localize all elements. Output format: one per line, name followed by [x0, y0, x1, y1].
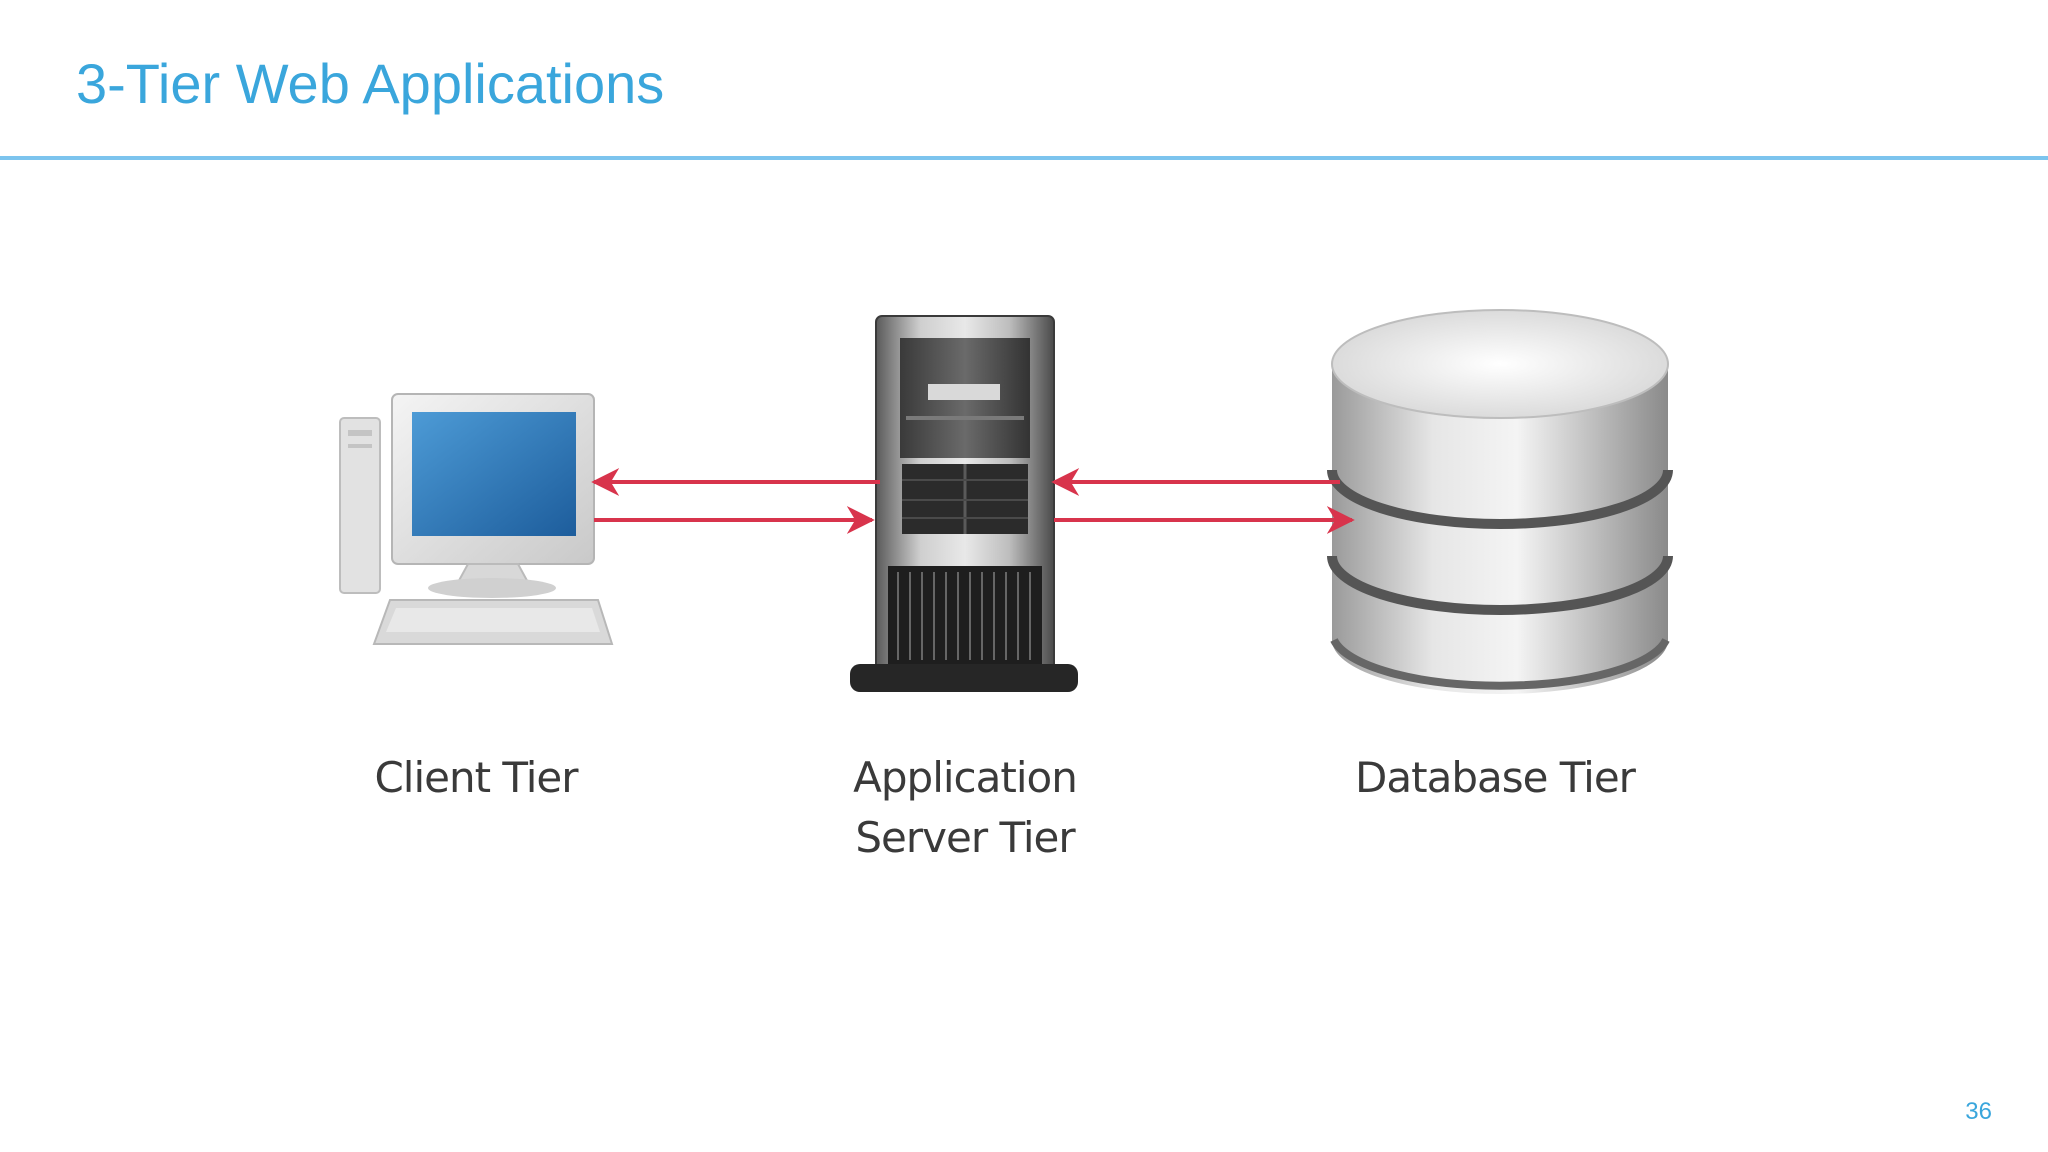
database-cylinder-icon [1327, 309, 1673, 694]
app-db-arrows [1051, 468, 1355, 534]
client-app-arrows [591, 468, 880, 534]
page-number: 36 [1965, 1098, 1992, 1125]
client-tier-label: Client Tier [374, 753, 578, 802]
slide-title: 3-Tier Web Applications [76, 52, 665, 115]
application-server-tier-label: Application Server Tier [805, 748, 1125, 868]
database-tier-label: Database Tier [1355, 753, 1636, 802]
desktop-computer-icon [339, 393, 614, 645]
application-server-tier-label-line1: Application [853, 753, 1078, 802]
server-tower-icon [850, 315, 1078, 692]
title-divider [0, 156, 2048, 160]
application-server-tier-label-line2: Server Tier [855, 813, 1075, 862]
